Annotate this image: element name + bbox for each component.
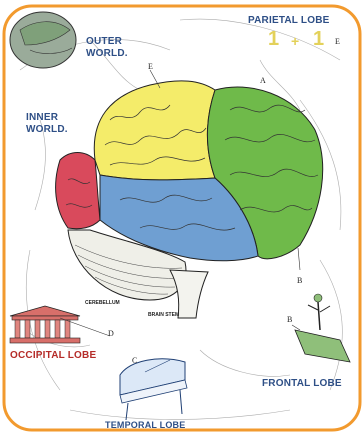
brain-stem-label: BRAIN STEM — [148, 312, 179, 318]
marker-d: D — [108, 329, 114, 338]
equation-plus: + — [291, 33, 299, 49]
temporal-lobe-label: TEMPORAL LOBE — [105, 420, 185, 430]
inner-world-label-2: WORLD. — [26, 124, 68, 135]
marker-e-right: E — [335, 37, 340, 46]
outer-world-label-1: OUTER — [86, 36, 122, 47]
temple-illustration — [10, 306, 80, 343]
parietal-lobe-label: PARIETAL LOBE — [248, 15, 330, 26]
frontal-figure-illustration — [295, 294, 350, 362]
equation-one-right: 1 — [313, 28, 324, 51]
equation-one-left: 1 — [268, 28, 279, 51]
piano-illustration — [120, 359, 187, 420]
marker-c: C — [132, 356, 137, 365]
marker-b: B — [297, 276, 302, 285]
marker-b2: B — [287, 315, 292, 324]
outer-world-label-2: WORLD. — [86, 48, 128, 59]
marker-e-top: E — [148, 62, 153, 71]
cerebellum-label: CEREBELLUM — [85, 300, 120, 306]
globe-illustration — [10, 12, 76, 68]
inner-world-label-1: INNER — [26, 112, 58, 123]
brain-stem-shape — [170, 270, 208, 318]
marker-a: A — [260, 76, 266, 85]
brain-illustration — [56, 81, 323, 318]
occipital-lobe-label: OCCIPITAL LOBE — [10, 350, 96, 361]
occipital-lobe-shape — [56, 153, 100, 229]
parietal-lobe-shape — [94, 81, 215, 180]
frontal-lobe-label: FRONTAL LOBE — [262, 378, 342, 389]
